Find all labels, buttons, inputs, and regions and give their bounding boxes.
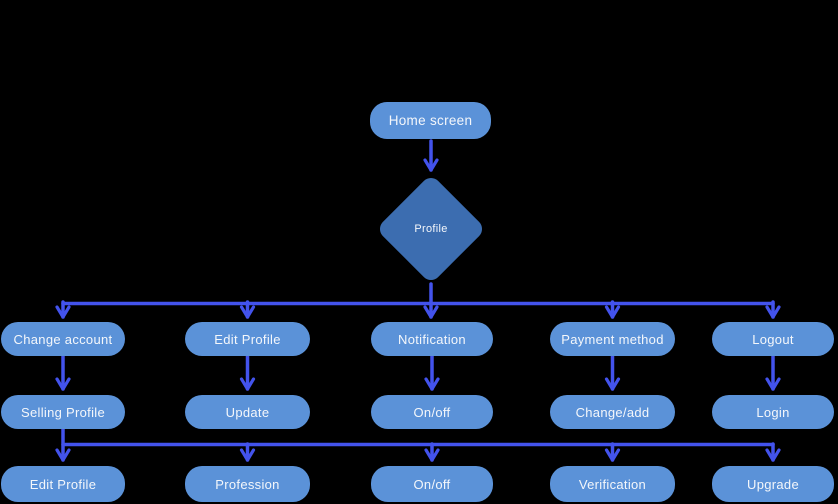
node-on-off-2: On/off	[371, 466, 493, 502]
node-selling-profile: Selling Profile	[1, 395, 125, 429]
node-profession: Profession	[185, 466, 310, 502]
node-verification: Verification	[550, 466, 675, 502]
node-upgrade: Upgrade	[712, 466, 834, 502]
node-payment-method: Payment method	[550, 322, 675, 356]
node-logout: Logout	[712, 322, 834, 356]
node-edit-profile: Edit Profile	[185, 322, 310, 356]
decision-profile: Profile	[414, 223, 448, 235]
node-login: Login	[712, 395, 834, 429]
node-notification: Notification	[371, 322, 493, 356]
node-home-screen: Home screen	[370, 102, 491, 139]
node-change-account: Change account	[1, 322, 125, 356]
node-on-off: On/off	[371, 395, 493, 429]
node-change-add: Change/add	[550, 395, 675, 429]
node-edit-profile-2: Edit Profile	[1, 466, 125, 502]
node-update: Update	[185, 395, 310, 429]
